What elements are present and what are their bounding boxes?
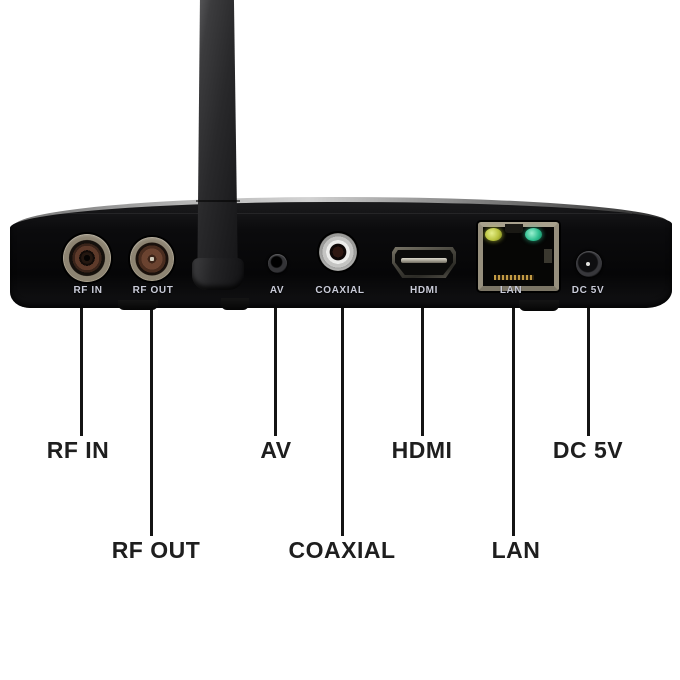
leader-line-av <box>274 300 277 436</box>
leader-line-hdmi <box>421 300 424 436</box>
callout-rf-out: RF OUT <box>111 537 201 563</box>
callout-lan: LAN <box>491 537 541 563</box>
lan-side-tab <box>544 249 552 263</box>
lan-led-left-icon <box>485 228 502 241</box>
hdmi-tongue <box>401 258 447 263</box>
leader-line-dc-5v <box>587 300 590 436</box>
hdmi-port <box>392 247 456 278</box>
device-foot <box>519 300 559 311</box>
wifi-antenna-seam <box>196 200 240 202</box>
leader-line-lan <box>512 300 515 536</box>
lan-gold-pins <box>494 275 534 280</box>
leader-line-rf-in <box>80 300 83 436</box>
leader-line-rf-out <box>150 300 153 536</box>
callout-av: AV <box>260 437 292 463</box>
dc-5v-port <box>576 251 602 277</box>
lan-port <box>478 222 559 291</box>
wifi-antenna <box>197 0 238 266</box>
panel-label-dc-5v: DC 5V <box>571 285 605 296</box>
leader-line-coaxial <box>341 300 344 536</box>
av-jack-port <box>268 254 287 273</box>
device-foot <box>118 300 158 310</box>
panel-label-rf-out: RF OUT <box>132 285 174 296</box>
callout-hdmi: HDMI <box>391 437 453 463</box>
callout-rf-in: RF IN <box>46 437 110 463</box>
panel-label-rf-in: RF IN <box>73 285 103 296</box>
callout-coaxial: COAXIAL <box>288 537 396 563</box>
lan-led-right-icon <box>525 228 542 241</box>
panel-label-hdmi: HDMI <box>410 285 438 296</box>
rf-in-port <box>63 234 111 282</box>
device-foot <box>221 298 249 310</box>
rf-out-port <box>130 237 174 281</box>
panel-label-av: AV <box>269 285 285 296</box>
callout-dc-5v: DC 5V <box>552 437 624 463</box>
lan-notch <box>505 224 523 233</box>
coaxial-port <box>319 233 357 271</box>
panel-label-coaxial: COAXIAL <box>315 285 365 296</box>
dc-center-pin <box>586 262 590 266</box>
panel-label-lan: LAN <box>499 285 523 296</box>
wifi-antenna-hinge <box>192 258 244 290</box>
